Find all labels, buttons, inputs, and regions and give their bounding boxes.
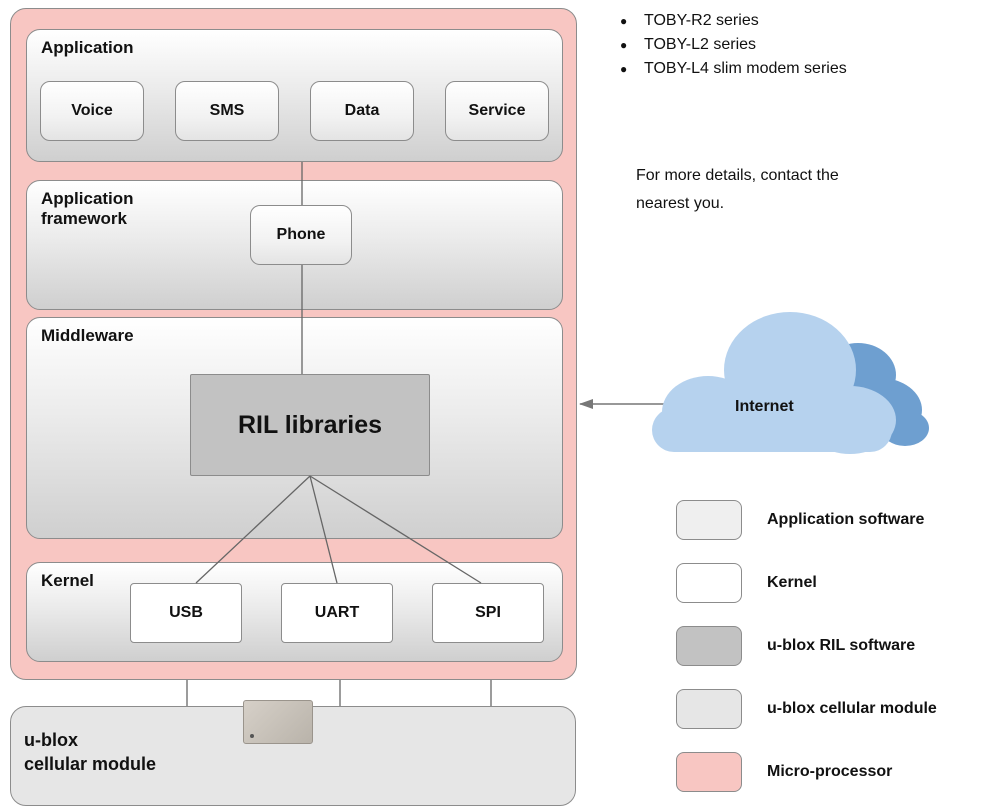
series-bullet-list: ●TOBY-R2 series ●TOBY-L2 series ●TOBY-L4… bbox=[620, 10, 847, 82]
internet-cloud-icon bbox=[652, 312, 929, 454]
legend-label-application-software: Application software bbox=[767, 510, 924, 530]
ril-to-spi-line bbox=[310, 476, 481, 583]
legend-label-kernel: Kernel bbox=[767, 573, 817, 593]
legend-swatch-microprocessor bbox=[676, 752, 742, 792]
bullet-marker: ● bbox=[620, 34, 644, 56]
bullet-item-toby-l2: ●TOBY-L2 series bbox=[620, 34, 847, 58]
internet-label: Internet bbox=[735, 398, 794, 416]
legend-swatch-kernel bbox=[676, 563, 742, 603]
legend-label-cellular-module: u-blox cellular module bbox=[767, 699, 937, 719]
ril-to-uart-line bbox=[310, 476, 337, 583]
legend-label-ril-software: u-blox RIL software bbox=[767, 636, 915, 656]
ril-to-usb-line bbox=[196, 476, 310, 583]
bullet-item-toby-l4: ●TOBY-L4 slim modem series bbox=[620, 58, 847, 82]
legend-swatch-ril-software bbox=[676, 626, 742, 666]
legend-swatch-cellular-module bbox=[676, 689, 742, 729]
bullet-item-toby-r2: ●TOBY-R2 series bbox=[620, 10, 847, 34]
bullet-marker: ● bbox=[620, 58, 644, 80]
bullet-marker: ● bbox=[620, 10, 644, 32]
contact-paragraph: For more details, contact the nearest yo… bbox=[636, 162, 996, 218]
legend-swatch-application-software bbox=[676, 500, 742, 540]
legend-label-microprocessor: Micro-processor bbox=[767, 762, 892, 782]
connector-lines bbox=[0, 0, 1001, 784]
